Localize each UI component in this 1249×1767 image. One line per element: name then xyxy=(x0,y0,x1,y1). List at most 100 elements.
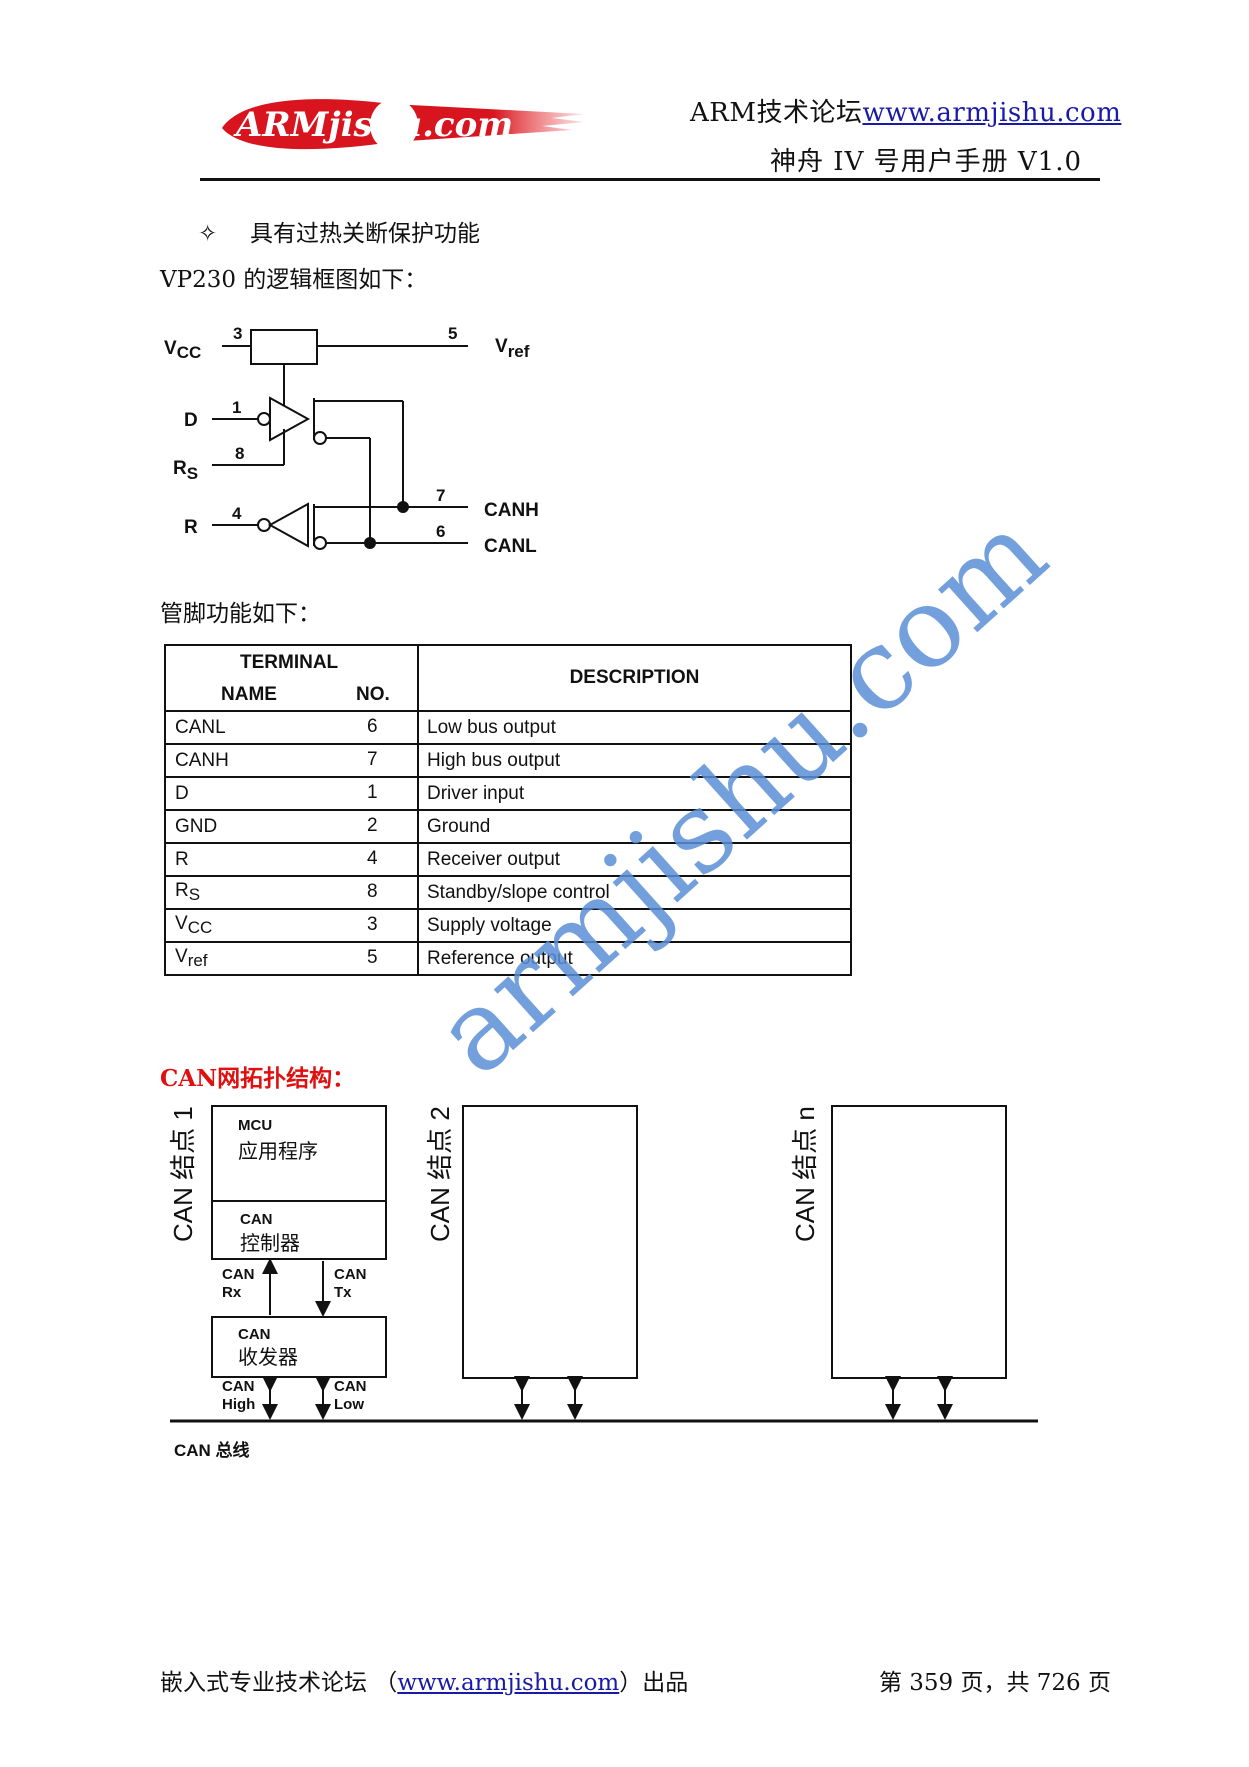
pin-number: 2 xyxy=(367,815,378,836)
footer-page-number: 第 359 页，共 726 页 xyxy=(878,1670,1111,1696)
xcvr-label: 收发器 xyxy=(238,1346,298,1369)
header-site: ARM技术论坛www.armjishu.com xyxy=(690,92,1121,129)
rx-label: Rx xyxy=(222,1284,242,1301)
bullet-text: 具有过热关断保护功能 xyxy=(250,221,480,247)
table-row: Vref 5 Reference output xyxy=(164,941,852,976)
pin-description: Ground xyxy=(417,809,852,844)
pin-name-cell: VCC 3 xyxy=(164,908,419,943)
pin-name-cell: CANH 7 xyxy=(164,743,419,778)
pin-number: 1 xyxy=(367,782,378,803)
pin-description: Driver input xyxy=(417,776,852,811)
pin-name: GND xyxy=(175,815,218,837)
footer-prefix: 嵌入式专业技术论坛 （ xyxy=(160,1670,398,1696)
pin-canh: 7 xyxy=(436,486,445,505)
pin-name: R xyxy=(175,848,189,870)
header-site-prefix: ARM技术论坛 xyxy=(690,98,863,128)
high-can-label: CAN xyxy=(222,1378,255,1395)
footer-suffix: ）出品 xyxy=(619,1670,689,1696)
pin-name: CANL xyxy=(175,716,226,738)
pin-description: Supply voltage xyxy=(417,908,852,943)
table-row: CANH 7 High bus output xyxy=(164,743,852,778)
pin-name: V xyxy=(175,946,188,967)
noden-label: CAN 结点 n xyxy=(790,1106,820,1242)
app-label: 应用程序 xyxy=(238,1140,318,1163)
r-label: R xyxy=(184,517,198,538)
d-label: D xyxy=(184,410,198,431)
pin-number: 6 xyxy=(367,716,378,737)
can-topology-diagram: CAN 结点 1 CAN 结点 2 CAN 结点 n MCU 应用程序 CAN … xyxy=(168,1105,1038,1460)
pin-vcc: 3 xyxy=(233,324,242,343)
table-row: CANL 6 Low bus output xyxy=(164,710,852,745)
tx-can-label: CAN xyxy=(334,1266,367,1283)
node2-label: CAN 结点 2 xyxy=(425,1106,455,1242)
pin-name-cell: GND 2 xyxy=(164,809,419,844)
header-rule xyxy=(200,178,1100,181)
high-label: High xyxy=(222,1396,255,1413)
footer-link[interactable]: www.armjishu.com xyxy=(397,1670,620,1696)
table-row: GND 2 Ground xyxy=(164,809,852,844)
diagram-intro: VP230 的逻辑框图如下： xyxy=(160,267,428,293)
pin-description: Receiver output xyxy=(417,842,852,877)
name-header: NAME xyxy=(221,684,277,705)
pin-name: CANH xyxy=(175,749,229,771)
header-site-link[interactable]: www.armjishu.com xyxy=(862,98,1122,128)
pin-number: 7 xyxy=(367,749,378,770)
node1-label: CAN 结点 1 xyxy=(168,1106,198,1242)
mcu-label: MCU xyxy=(238,1117,272,1134)
rx-can-label: CAN xyxy=(222,1266,255,1283)
pin-function-table: TERMINAL NAME NO. DESCRIPTION CANL 6 Low b… xyxy=(164,644,852,976)
tx-label: Tx xyxy=(334,1284,352,1301)
topology-title: CAN网拓扑结构： xyxy=(160,1065,356,1092)
canl-label: CANL xyxy=(484,536,537,557)
vcc-label: VCC xyxy=(164,338,201,362)
ctrl-label: 控制器 xyxy=(240,1232,300,1255)
vp230-logic-diagram: VCC Vref 3 5 D 1 RS 8 R 4 7 6 CANH CANL xyxy=(164,324,539,557)
pin-name: V xyxy=(175,913,188,934)
pin-name-cell: CANL 6 xyxy=(164,710,419,745)
pin-name-subscript: CC xyxy=(187,918,213,937)
pin-canl: 6 xyxy=(436,522,445,541)
pins-intro: 管脚功能如下： xyxy=(160,601,321,627)
ctrl-can-label: CAN xyxy=(240,1211,273,1228)
pin-name-subscript: ref xyxy=(187,951,208,970)
pin-description: High bus output xyxy=(417,743,852,778)
rs-label: RS xyxy=(173,458,198,483)
table-row: RS 8 Standby/slope control xyxy=(164,875,852,910)
bus-label: CAN 总线 xyxy=(174,1440,250,1460)
pin-number: 8 xyxy=(367,881,378,902)
pin-rs: 8 xyxy=(235,444,244,463)
pin-vref: 5 xyxy=(448,324,457,343)
pin-name: D xyxy=(175,782,189,804)
terminal-header-label: TERMINAL xyxy=(240,652,339,673)
footer-left: 嵌入式专业技术论坛 （www.armjishu.com）出品 xyxy=(160,1663,688,1697)
low-can-label: CAN xyxy=(334,1378,367,1395)
armjishu-logo: ARMjishu.com xyxy=(222,99,584,151)
logo-text: ARMjishu.com xyxy=(233,105,513,145)
pin-description: Reference output xyxy=(417,941,852,976)
table-row: VCC 3 Supply voltage xyxy=(164,908,852,943)
pin-r: 4 xyxy=(232,504,242,523)
xcvr-can-label: CAN xyxy=(238,1326,271,1343)
terminal-header: TERMINAL NAME NO. xyxy=(164,644,419,712)
pin-description: Low bus output xyxy=(417,710,852,745)
pin-number: 3 xyxy=(367,914,378,935)
pin-name: R xyxy=(175,880,189,901)
description-header: DESCRIPTION xyxy=(417,644,852,712)
header-doc-title: 神舟 IV 号用户手册 V1.0 xyxy=(770,147,1082,177)
pin-description: Standby/slope control xyxy=(417,875,852,910)
vref-label: Vref xyxy=(495,336,530,361)
bullet-mark: ✧ xyxy=(198,221,218,247)
low-label: Low xyxy=(334,1396,364,1413)
pin-name-subscript: S xyxy=(188,885,201,904)
pin-number: 4 xyxy=(367,848,378,869)
pin-d: 1 xyxy=(232,398,241,417)
canh-label: CANH xyxy=(484,500,539,521)
pin-number: 5 xyxy=(367,947,378,968)
pin-name-cell: RS 8 xyxy=(164,875,419,910)
no-header: NO. xyxy=(356,684,390,705)
pin-name-cell: Vref 5 xyxy=(164,941,419,976)
